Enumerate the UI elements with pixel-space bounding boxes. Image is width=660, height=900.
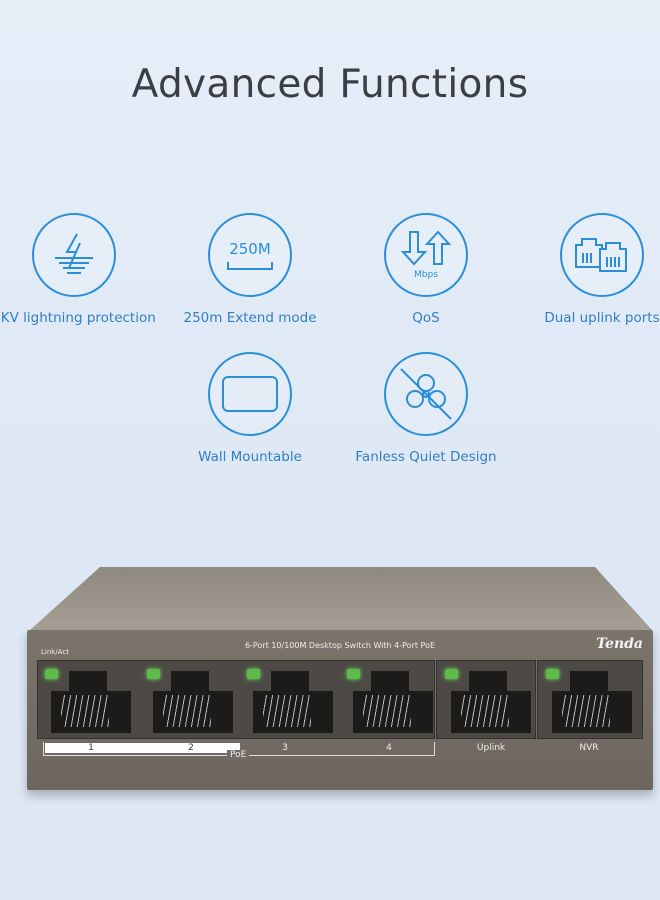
ethernet-port-uplink[interactable] [441,665,531,735]
led-indicator [546,669,559,679]
up-down-arrows-icon: Mbps [384,213,468,297]
port-label: NVR [579,743,599,753]
port-label: 3 [282,743,288,753]
ethernet-port-2[interactable] [143,665,233,735]
feature-dual-uplink: Dual uplink ports [512,213,660,326]
led-indicator [347,669,360,679]
no-fan-icon [384,352,468,436]
feature-qos: Mbps QoS [336,213,516,326]
page-title: Advanced Functions [131,62,529,107]
brand-logo: Tenda [596,636,643,652]
port-label: Uplink [476,743,506,753]
feature-lightning-protection: 6KV lightning protection [0,213,164,326]
feature-wall-mountable: Wall Mountable [160,352,340,465]
led-label: Link/Act [41,648,69,656]
feature-extend-mode: 250M 250m Extend mode [160,213,340,326]
ethernet-port-4[interactable] [343,665,433,735]
wall-mount-icon [208,352,292,436]
led-indicator [247,669,260,679]
ethernet-port-nvr[interactable] [542,665,632,735]
port-label: 1 [88,743,94,753]
ethernet-port-1[interactable] [41,665,131,735]
ethernet-port-3[interactable] [243,665,333,735]
poe-highlight [45,743,240,753]
network-switch: 6-Port 10/100M Desktop Switch With 4-Por… [27,630,653,790]
led-indicator [45,669,58,679]
switch-top-face [30,567,652,630]
switch-model-text: 6-Port 10/100M Desktop Switch With 4-Por… [244,641,436,650]
lightning-ground-icon [32,213,116,297]
led-indicator [445,669,458,679]
dual-ethernet-ports-icon [560,213,644,297]
port-label: 2 [188,743,194,753]
led-indicator [147,669,160,679]
poe-label: PoE [227,750,250,760]
feature-fanless: Fanless Quiet Design [336,352,516,465]
port-label: 4 [386,743,392,753]
distance-250m-icon: 250M [208,213,292,297]
